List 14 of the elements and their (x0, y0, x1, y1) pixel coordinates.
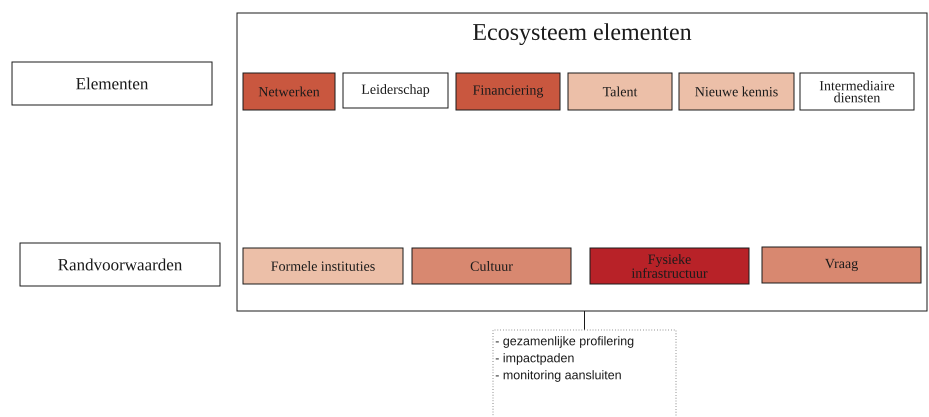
label-box: Randvoorwaarden (20, 242, 220, 286)
condition-box: Fysieke infrastructuur (590, 248, 750, 284)
element-box: Netwerken (242, 72, 336, 110)
note-box: - gezamenlijke profilering - impactpaden - monitoring aansluiten (492, 330, 676, 417)
label-box: Elementen (12, 62, 212, 106)
condition-box: Cultuur (412, 248, 572, 284)
element-box: Intermediaire diensten (800, 72, 914, 110)
condition-box: Vraag (762, 246, 922, 284)
element-box: Talent (568, 72, 672, 110)
element-box: Nieuwe kennis (678, 72, 794, 110)
element-box: Leiderschap (342, 72, 448, 108)
element-box: Financiering (456, 72, 560, 110)
condition-box: Formele instituties (242, 248, 404, 284)
connector-line (584, 310, 585, 330)
